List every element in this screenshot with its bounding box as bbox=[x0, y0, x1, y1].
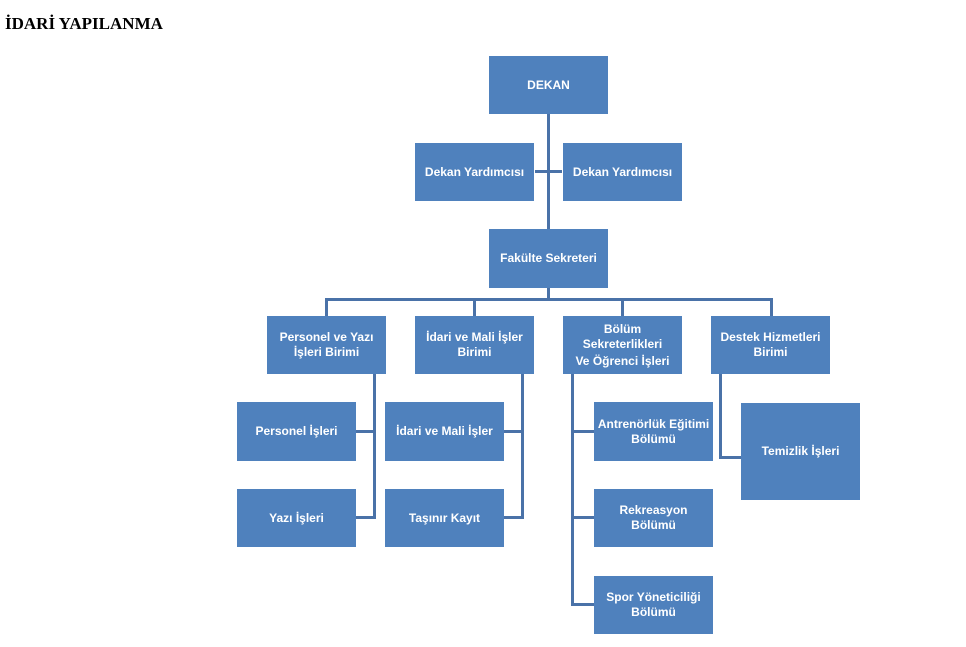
department-unit-box: Bölüm Sekreterlikleri Ve Öğrenci İşleri bbox=[563, 316, 682, 374]
connector-drop-admin bbox=[473, 298, 476, 316]
vice-dean-left-box: Dekan Yardımcısı bbox=[415, 143, 534, 201]
coaching-department-box: Antrenörlük Eğitimi Bölümü bbox=[594, 402, 713, 461]
admin-unit-box: İdari ve Mali İşler Birimi bbox=[415, 316, 534, 374]
personnel-affairs-box: Personel İşleri bbox=[237, 402, 356, 461]
department-unit-label-line2: Ve Öğrenci İşleri bbox=[575, 353, 670, 368]
connector-admin-child2 bbox=[504, 516, 522, 519]
connector-department-child3 bbox=[571, 603, 594, 606]
page-title: İDARİ YAPILANMA bbox=[5, 14, 163, 33]
connector-department-child1 bbox=[571, 430, 594, 433]
sport-management-department-box: Spor Yöneticiliği Bölümü bbox=[594, 576, 713, 634]
connector-drop-department bbox=[621, 298, 624, 316]
connector-admin-trunk bbox=[521, 374, 524, 519]
writing-affairs-box: Yazı İşleri bbox=[237, 489, 356, 547]
connector-dean-secretary bbox=[547, 114, 550, 229]
personnel-unit-box: Personel ve Yazı İşleri Birimi bbox=[267, 316, 386, 374]
connector-department-trunk bbox=[571, 374, 574, 606]
dean-box: DEKAN bbox=[489, 56, 608, 114]
admin-finance-box: İdari ve Mali İşler bbox=[385, 402, 504, 461]
connector-secretary-bus bbox=[547, 288, 550, 300]
support-unit-box: Destek Hizmetleri Birimi bbox=[711, 316, 830, 374]
connector-vice-right bbox=[550, 170, 562, 173]
connector-support-child1 bbox=[719, 456, 741, 459]
department-unit-label-line1: Bölüm Sekreterlikleri bbox=[582, 321, 663, 351]
connector-personnel-child1 bbox=[356, 430, 374, 433]
cleaning-affairs-box: Temizlik İşleri bbox=[741, 403, 860, 500]
faculty-secretary-box: Fakülte Sekreteri bbox=[489, 229, 608, 288]
asset-registry-box: Taşınır Kayıt bbox=[385, 489, 504, 547]
connector-personnel-trunk bbox=[373, 374, 376, 519]
connector-drop-personnel bbox=[325, 298, 328, 316]
connector-department-child2 bbox=[571, 516, 594, 519]
connector-drop-support bbox=[770, 298, 773, 316]
connector-unit-bus bbox=[325, 298, 773, 301]
connector-vice-left bbox=[535, 170, 547, 173]
recreation-department-box: Rekreasyon Bölümü bbox=[594, 489, 713, 547]
vice-dean-right-box: Dekan Yardımcısı bbox=[563, 143, 682, 201]
connector-personnel-child2 bbox=[356, 516, 374, 519]
connector-support-trunk bbox=[719, 374, 722, 459]
connector-admin-child1 bbox=[504, 430, 522, 433]
